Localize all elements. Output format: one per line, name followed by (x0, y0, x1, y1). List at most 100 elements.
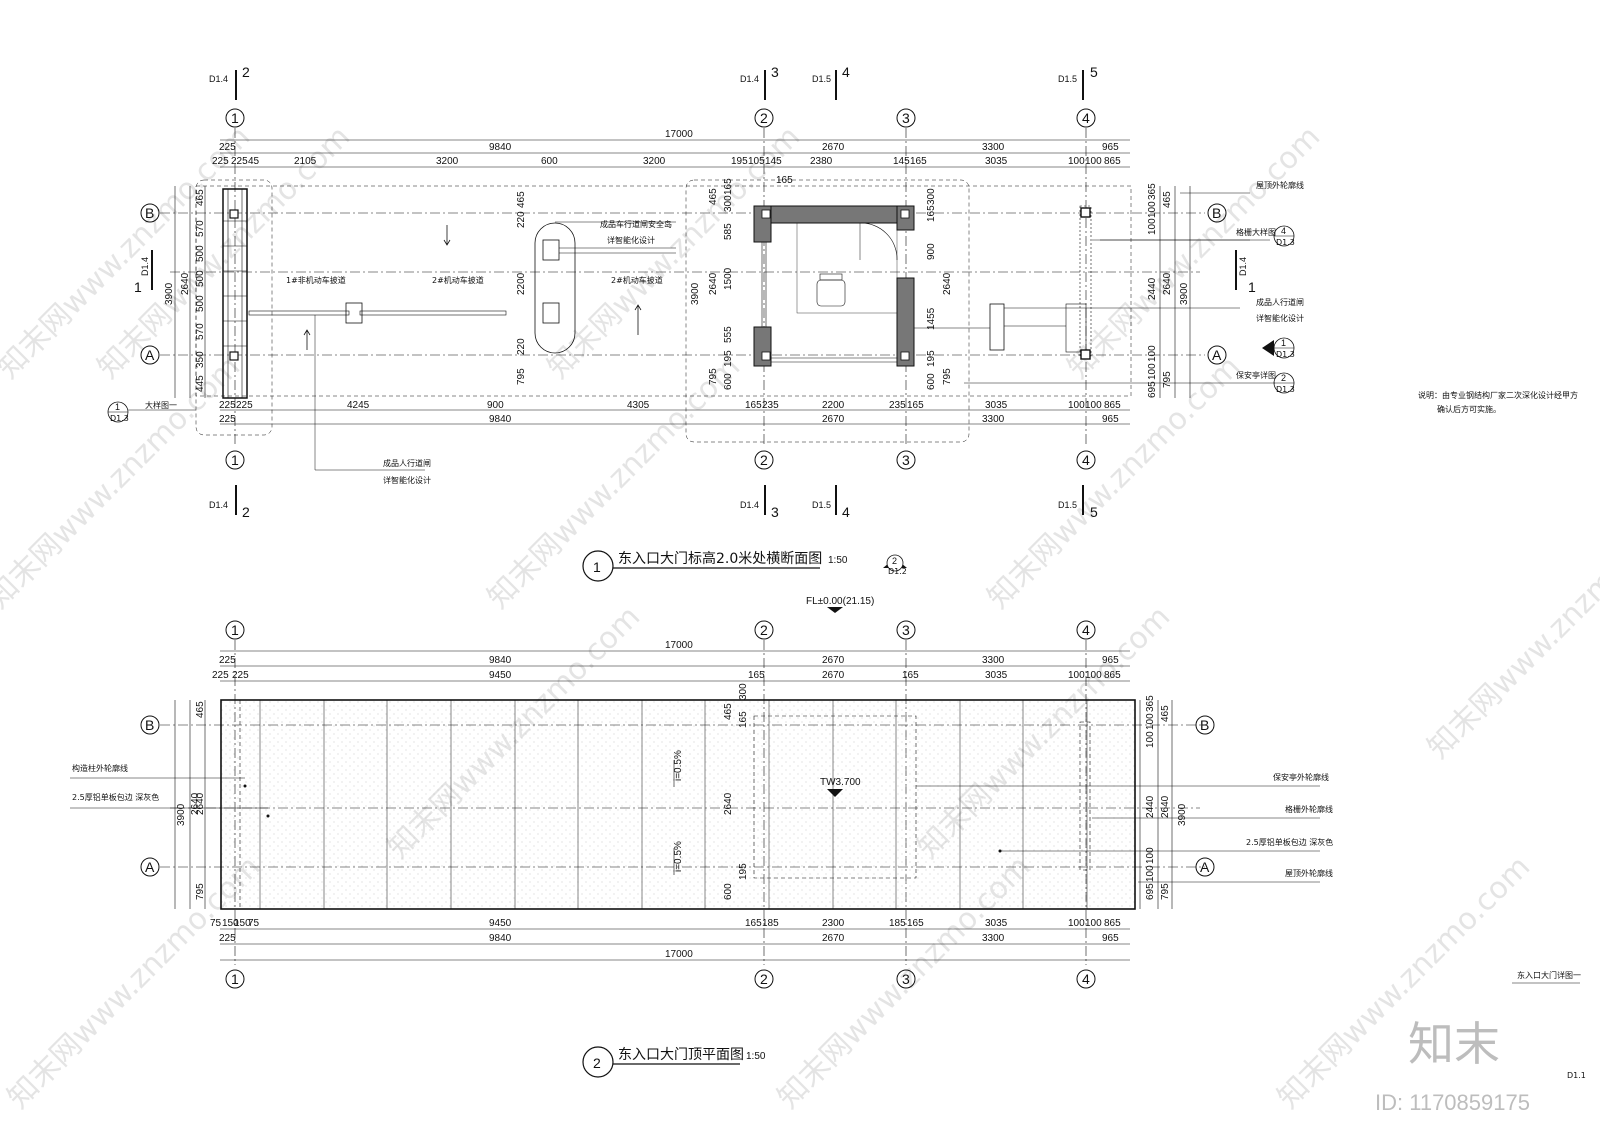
svg-text:865: 865 (1104, 156, 1121, 167)
grid-bubble-B-right (1207, 203, 1227, 223)
svg-text:9450: 9450 (489, 918, 512, 929)
svg-text:465: 465 (708, 188, 719, 205)
chair-icon (816, 279, 846, 307)
svg-text:195: 195 (738, 863, 749, 880)
svg-text:17000: 17000 (665, 640, 693, 651)
svg-text:1500: 1500 (723, 267, 734, 290)
grid-bubble-2 (754, 450, 774, 470)
svg-text:1: 1 (115, 402, 120, 412)
svg-text:3200: 3200 (436, 156, 459, 167)
svg-text:D1.3: D1.3 (110, 414, 129, 423)
svg-text:795: 795 (195, 883, 206, 900)
svg-text:3035: 3035 (985, 670, 1008, 681)
svg-text:1: 1 (134, 279, 142, 295)
svg-text:2440: 2440 (1145, 795, 1156, 818)
plan-2-title (582, 1046, 740, 1078)
svg-text:4: 4 (1281, 226, 1286, 236)
svg-text:2300: 2300 (822, 918, 845, 929)
lane-arrow-icon (443, 225, 451, 246)
svg-text:225: 225 (232, 670, 249, 681)
svg-text:4: 4 (842, 64, 850, 80)
svg-text:3: 3 (902, 622, 910, 638)
svg-text:2670: 2670 (822, 655, 845, 666)
svg-text:2#机动车披道: 2#机动车披道 (432, 275, 484, 285)
grid-bubble-B-left (140, 203, 160, 223)
svg-text:795: 795 (942, 368, 953, 385)
svg-text:220: 220 (516, 211, 527, 228)
svg-text:9840: 9840 (489, 655, 512, 666)
svg-text:150: 150 (222, 918, 239, 929)
svg-text:1455: 1455 (926, 307, 937, 330)
svg-text:165: 165 (910, 156, 927, 167)
svg-text:B: B (1212, 205, 1221, 221)
lane-arrow-icon (303, 329, 311, 350)
svg-text:145: 145 (765, 156, 782, 167)
svg-text:成品车行道闸安全岛: 成品车行道闸安全岛 (600, 219, 672, 229)
svg-text:3300: 3300 (982, 655, 1005, 666)
svg-text:2670: 2670 (822, 670, 845, 681)
svg-text:A: A (1200, 859, 1210, 875)
svg-text:格栅大样图: 格栅大样图 (1236, 227, 1276, 237)
svg-text:2200: 2200 (516, 272, 527, 295)
svg-text:2640: 2640 (180, 272, 191, 295)
svg-text:3: 3 (902, 971, 910, 987)
pedestrian-gate (914, 303, 1240, 353)
svg-text:D1.4: D1.4 (209, 74, 228, 84)
detail-reference-1 (107, 401, 196, 423)
svg-text:D1.4: D1.4 (140, 257, 150, 276)
column-outline-left (195, 179, 273, 436)
svg-text:225: 225 (219, 414, 236, 425)
grid-bubble-2 (754, 108, 774, 128)
roof-outline (195, 185, 1132, 397)
svg-text:195: 195 (731, 156, 748, 167)
svg-text:600: 600 (926, 373, 937, 390)
image-id: ID: 1170859175 (1375, 1090, 1530, 1115)
svg-text:3: 3 (902, 110, 910, 126)
svg-text:i=0.5%: i=0.5% (673, 841, 684, 872)
svg-text:A: A (145, 859, 155, 875)
grid-bubble-4 (1076, 108, 1096, 128)
safety-island (534, 222, 676, 354)
svg-text:2640: 2640 (942, 272, 953, 295)
right-callouts (964, 192, 1295, 394)
svg-text:2640: 2640 (1160, 795, 1171, 818)
svg-text:D1.3: D1.3 (1276, 350, 1295, 359)
svg-text:300: 300 (723, 195, 734, 212)
svg-text:795: 795 (516, 368, 527, 385)
bottom-dimensions (220, 409, 1130, 425)
direction-arrow-icon (1262, 340, 1274, 356)
svg-text:D1.2: D1.2 (888, 567, 907, 576)
booth-outline (685, 179, 970, 443)
svg-text:A: A (1212, 347, 1222, 363)
grid-bubble-A-right (1207, 345, 1227, 365)
svg-text:3200: 3200 (643, 156, 666, 167)
svg-text:600: 600 (541, 156, 558, 167)
svg-text:说明：由专业钢结构厂家二次深化设计经甲方: 说明：由专业钢结构厂家二次深化设计经甲方 (1418, 390, 1578, 400)
svg-text:2.5厚铝单板包边 深灰色: 2.5厚铝单板包边 深灰色 (1246, 837, 1333, 847)
grid-bubble-1 (225, 108, 245, 128)
svg-text:D1.4: D1.4 (209, 500, 228, 510)
svg-text:225: 225 (212, 670, 229, 681)
svg-text:构造柱外轮廓线: 构造柱外轮廓线 (72, 763, 128, 773)
svg-text:2: 2 (242, 64, 250, 80)
svg-text:3035: 3035 (985, 156, 1008, 167)
svg-text:1: 1 (231, 110, 239, 126)
svg-text:1#非机动车披道: 1#非机动车披道 (286, 275, 346, 285)
svg-text:保安亭外轮廓线: 保安亭外轮廓线 (1273, 772, 1329, 782)
svg-text:成品人行道闸: 成品人行道闸 (383, 458, 431, 468)
svg-text:3900: 3900 (176, 803, 187, 826)
booth-outline-roof (753, 715, 917, 879)
svg-text:900: 900 (487, 400, 504, 411)
svg-text:445: 445 (195, 375, 206, 392)
roof-panel-joints (259, 700, 1088, 909)
svg-text:695: 695 (1147, 381, 1158, 398)
svg-text:225: 225 (219, 933, 236, 944)
svg-text:225: 225 (231, 156, 248, 167)
top-dimensions (220, 139, 1130, 168)
barrier-arm (359, 310, 507, 316)
svg-text:4245: 4245 (347, 400, 370, 411)
svg-text:3300: 3300 (982, 414, 1005, 425)
svg-text:1: 1 (231, 971, 239, 987)
svg-text:东入口大门详图一: 东入口大门详图一 (1517, 970, 1581, 980)
